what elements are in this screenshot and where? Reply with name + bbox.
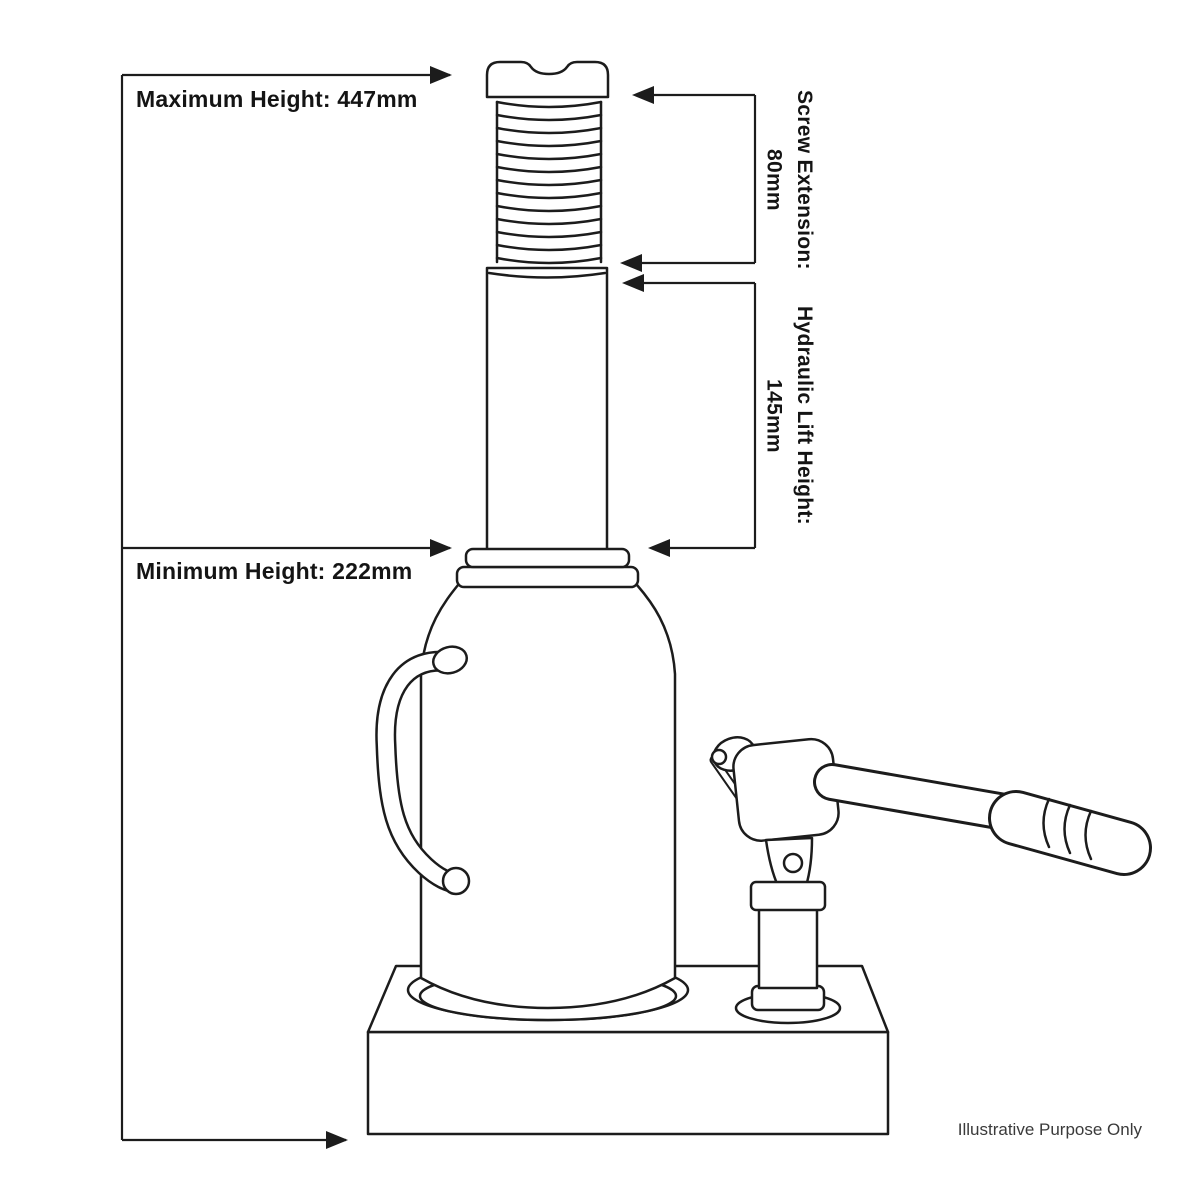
lever-arm-inner xyxy=(816,766,1032,830)
arrowhead-icon xyxy=(430,66,452,84)
arrowhead-icon xyxy=(632,86,654,104)
collar-upper-band xyxy=(464,547,631,569)
screw-extension-value: 80mm xyxy=(762,149,786,211)
footnote: Illustrative Purpose Only xyxy=(957,1120,1142,1139)
handle-top-fitting xyxy=(431,645,469,675)
dimension-lines xyxy=(120,66,757,1149)
upper-pivot-pin xyxy=(710,748,728,766)
screw-extension-bracket xyxy=(628,93,757,265)
thread-ridges xyxy=(495,100,603,265)
hydraulic-lift-annotation: Hydraulic Lift Height: 145mm xyxy=(758,283,819,548)
lever-grip-inner xyxy=(991,793,1149,873)
arrowhead-icon xyxy=(620,254,642,272)
arrowhead-icon xyxy=(648,539,670,557)
min-height-label: Minimum Height: 222mm xyxy=(136,558,413,584)
handle-bottom-fitting xyxy=(441,866,471,896)
screw-extension-label: Screw Extension: xyxy=(792,90,816,270)
hydraulic-lift-value: 145mm xyxy=(762,378,786,453)
collar xyxy=(455,547,640,589)
screw-extension-annotation: Screw Extension: 80mm xyxy=(758,90,819,270)
carry-handle xyxy=(375,645,471,896)
arrowhead-icon xyxy=(430,539,452,557)
pump-top-collar xyxy=(749,880,827,912)
base-front-face xyxy=(366,1030,890,1136)
ram-cylinder xyxy=(485,266,609,558)
max-height-label: Maximum Height: 447mm xyxy=(136,86,418,112)
pump-cylinder xyxy=(757,906,819,990)
pump-lever-assembly xyxy=(709,736,1152,1025)
hydraulic-lift-label: Hydraulic Lift Height: xyxy=(792,306,816,525)
grip-hatching xyxy=(1042,797,1093,861)
lift-ram xyxy=(485,266,609,558)
handle-tube-inner xyxy=(377,653,466,892)
ram-top-edge xyxy=(487,271,607,279)
arrowhead-icon xyxy=(622,274,644,292)
pump-lower-collar xyxy=(750,984,826,1012)
hydraulic-lift-bracket xyxy=(630,281,757,550)
left-dimension-lines xyxy=(120,73,450,1142)
bottle-body xyxy=(419,583,677,1010)
arrowhead-icon xyxy=(326,1131,348,1149)
lower-pivot-pin xyxy=(782,852,804,874)
saddle xyxy=(485,60,610,99)
collar-lower-band xyxy=(455,565,640,589)
screw-extension-thread xyxy=(495,100,603,266)
